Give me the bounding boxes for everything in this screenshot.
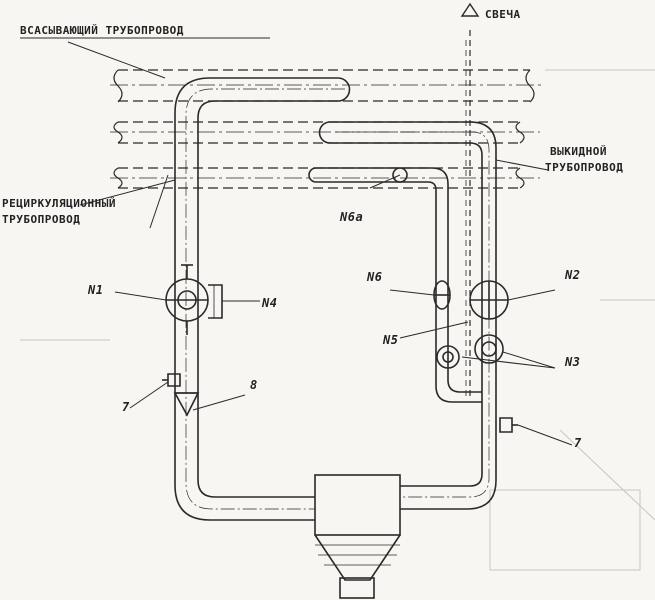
check-valves-n3 (436, 334, 504, 369)
callout-n3: N3 (565, 355, 581, 369)
callout-7-right: 7 (574, 436, 582, 450)
callout-n6: N6 (367, 270, 383, 284)
pump-body (314, 474, 401, 599)
callout-8: 8 (250, 378, 258, 392)
valve-n2 (469, 280, 509, 320)
recirc-line-label-2: ТРУБОПРОВОД (2, 213, 81, 226)
candle-label: СВЕЧА (485, 8, 521, 21)
suction-line-label: ВСАСЫВАЮЩИЙ ТРУБОПРОВОД (20, 24, 184, 37)
callout-n4: N4 (262, 296, 278, 310)
callout-n6a: N6а (340, 210, 364, 224)
fitting-n6a (392, 167, 408, 183)
valve-7-right (499, 417, 518, 433)
valve-n6 (433, 280, 451, 310)
bypass-n4 (208, 284, 223, 319)
recirc-line-label-1: РЕЦИРКУЛЯЦИОННЫЙ (2, 197, 116, 210)
leader-lines (20, 37, 573, 446)
callout-n5: N5 (383, 333, 399, 347)
background-ghost-lines (20, 69, 655, 571)
discharge-line-label-2: ТРУБОПРОВОД (545, 161, 624, 174)
discharge-line-label-1: ВЫКИДНОЙ (550, 145, 607, 158)
valve-n1 (165, 264, 209, 335)
filter-8 (173, 392, 200, 417)
callout-n2: N2 (565, 268, 581, 282)
callout-n1: N1 (88, 283, 104, 297)
callout-7-left: 7 (122, 400, 130, 414)
main-loop-pipe (174, 2, 497, 521)
